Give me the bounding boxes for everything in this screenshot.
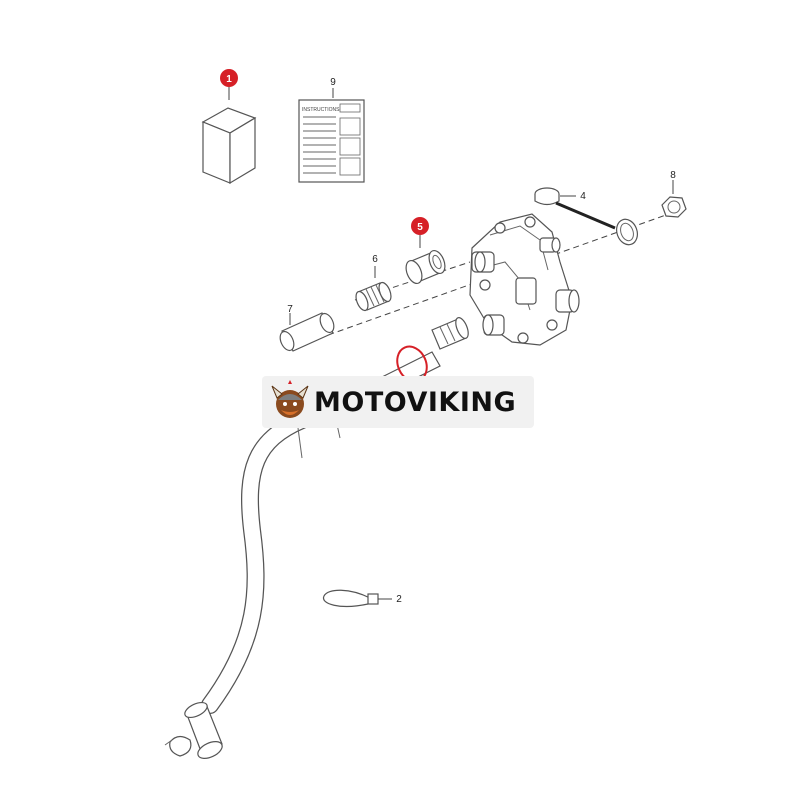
callout-1-badge [220, 69, 238, 87]
part-1-box [201, 107, 257, 185]
callout-2: 2 [396, 594, 402, 605]
viking-mascot-logo [271, 380, 309, 418]
callout-1: 1 [226, 74, 232, 85]
callout-6: 6 [372, 254, 378, 265]
callout-5-badge [411, 217, 429, 235]
part-9-instructions: INSTRUCTIONS [298, 99, 365, 183]
valve-manifold-body [469, 213, 580, 346]
part-5-bushing [405, 249, 446, 285]
callout-8: 8 [670, 170, 676, 181]
instructions-title: INSTRUCTIONS [302, 107, 340, 113]
part-4-cap-strap [534, 187, 638, 246]
part-6-threaded-fitting [355, 281, 392, 312]
part-8-hex-nut [661, 196, 687, 218]
callout-9: 9 [330, 77, 336, 88]
hose-barb-fitting [431, 317, 469, 350]
hose-end-clamp [164, 701, 223, 759]
callout-4: 4 [580, 191, 586, 202]
part-2-clamp [322, 589, 379, 608]
callout-5: 5 [417, 222, 423, 233]
watermark-text: MOTOVIKING [314, 386, 517, 418]
watermark: MOTOVIKING [262, 376, 534, 428]
callout-7: 7 [287, 304, 293, 315]
part-7-sleeve [279, 312, 335, 352]
hose [201, 411, 341, 714]
